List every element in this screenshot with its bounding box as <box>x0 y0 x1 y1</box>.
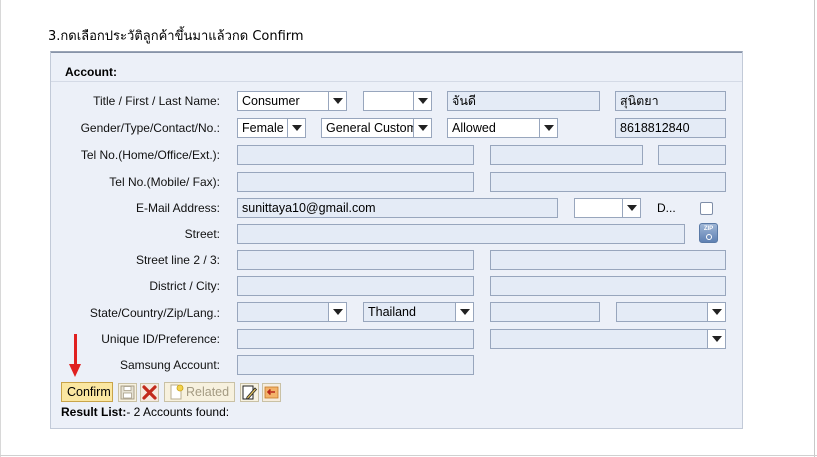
arrow-down-icon[interactable] <box>707 303 725 321</box>
arrow-down-icon[interactable] <box>328 303 346 321</box>
street-label: Street: <box>184 227 220 241</box>
last-name-field[interactable]: สุนิตยา <box>615 91 726 111</box>
save-icon[interactable] <box>118 383 137 402</box>
arrow-down-icon[interactable] <box>328 92 346 110</box>
contact-select[interactable]: Allowed <box>447 118 558 138</box>
contact-number-field[interactable]: 8618812840 <box>615 118 726 138</box>
arrow-down-icon[interactable] <box>539 119 557 137</box>
samsung-account-field[interactable] <box>237 355 474 375</box>
arrow-down-icon[interactable] <box>622 199 640 217</box>
related-label: Related <box>186 385 230 399</box>
zip-field[interactable] <box>490 302 600 322</box>
related-button[interactable]: Related <box>164 382 235 402</box>
arrow-down-icon[interactable] <box>455 303 473 321</box>
email-type-select[interactable] <box>574 198 641 218</box>
arrow-down-icon[interactable] <box>413 119 431 137</box>
language-select[interactable] <box>616 302 726 322</box>
panel-divider <box>51 81 742 82</box>
unique-label: Unique ID/Preference: <box>101 332 220 346</box>
country-value: Thailand <box>368 305 416 319</box>
pointer-arrow-head <box>69 364 81 377</box>
city-field[interactable] <box>490 276 726 296</box>
tel-mobile-label: Tel No.(Mobile/ Fax): <box>109 175 220 189</box>
panel-title: Account: <box>65 65 117 79</box>
gender-select[interactable]: Female <box>237 118 306 138</box>
type-value: General Custom <box>326 121 414 135</box>
title-value: Consumer <box>242 94 300 108</box>
related-icon <box>170 384 184 400</box>
tel-home-field[interactable] <box>237 145 474 165</box>
page-border <box>0 0 1 457</box>
type-select[interactable]: General Custom <box>321 118 432 138</box>
samsung-label: Samsung Account: <box>119 358 220 372</box>
page-border <box>0 455 817 456</box>
street-field[interactable] <box>237 224 685 244</box>
arrow-down-icon[interactable] <box>287 119 305 137</box>
gender-value: Female <box>242 121 284 135</box>
result-summary: Result List:- 2 Accounts found: <box>61 405 229 419</box>
result-text: - 2 Accounts found: <box>126 405 230 419</box>
unique-id-field[interactable] <box>237 329 474 349</box>
tel-ext-field[interactable] <box>658 145 726 165</box>
tel-home-label: Tel No.(Home/Office/Ext.): <box>80 148 220 162</box>
title-select[interactable]: Consumer <box>237 91 347 111</box>
email-flag-label: D... <box>657 201 676 215</box>
district-field[interactable] <box>237 276 474 296</box>
gender-label: Gender/Type/Contact/No.: <box>80 121 220 135</box>
district-label: District / City: <box>149 279 220 293</box>
prefix-select[interactable] <box>363 91 432 111</box>
name-label: Title / First / Last Name: <box>93 94 220 108</box>
pointer-arrow <box>74 334 77 367</box>
tel-mobile-field[interactable] <box>237 172 474 192</box>
arrow-down-icon[interactable] <box>707 330 725 348</box>
street2-label: Street line 2 / 3: <box>135 253 220 267</box>
email-flag-checkbox[interactable] <box>700 202 713 215</box>
zip-search-icon[interactable]: ZIP <box>699 223 718 243</box>
instruction-text: 3.กดเลือกประวัติลูกค้าขึ้นมาแล้วกด Confi… <box>48 29 304 44</box>
result-label: Result List: <box>61 405 127 419</box>
tel-fax-field[interactable] <box>490 172 726 192</box>
edit-icon[interactable] <box>240 383 259 402</box>
panel-header-line <box>51 52 742 53</box>
first-name-field[interactable]: จันดี <box>447 91 600 111</box>
email-label: E-Mail Address: <box>135 201 220 215</box>
street-line3-field[interactable] <box>490 250 726 270</box>
arrow-down-icon[interactable] <box>413 92 431 110</box>
preference-select[interactable] <box>490 329 726 349</box>
street-line2-field[interactable] <box>237 250 474 270</box>
back-icon[interactable] <box>262 383 281 402</box>
state-select[interactable] <box>237 302 347 322</box>
email-field[interactable]: sunittaya10@gmail.com <box>237 198 558 218</box>
country-select[interactable]: Thailand <box>363 302 474 322</box>
page-border <box>814 0 815 457</box>
contact-value: Allowed <box>452 121 496 135</box>
confirm-button[interactable]: Confirm <box>61 382 113 402</box>
tel-office-field[interactable] <box>490 145 643 165</box>
state-label: State/Country/Zip/Lang.: <box>89 306 220 320</box>
delete-icon[interactable] <box>140 383 159 402</box>
